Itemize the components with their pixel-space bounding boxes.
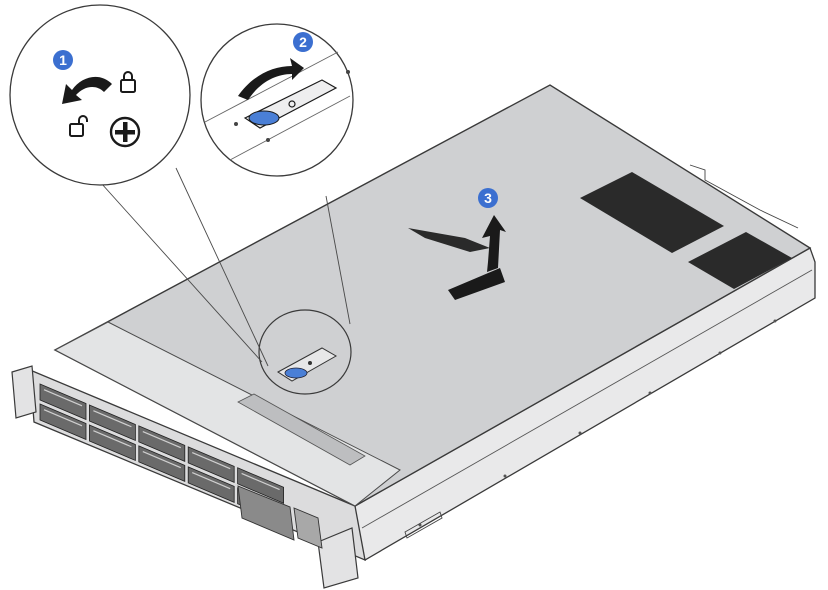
vent-grille-large	[580, 172, 724, 253]
drive-bay-handle	[43, 389, 83, 407]
drive-bay-handle	[191, 471, 231, 490]
chassis-side-line	[361, 269, 813, 529]
drive-bay-handle	[93, 410, 132, 428]
lift-arrow-icon	[238, 58, 304, 100]
step-number-3: 3	[484, 190, 492, 206]
drive-bay-handle	[43, 409, 83, 427]
step-badge-2: 2	[293, 32, 313, 52]
lock-icon	[120, 71, 136, 93]
plus-screwdriver-icon	[109, 116, 141, 148]
cover-front-lip	[53, 321, 401, 507]
right-rack-ear	[317, 527, 359, 589]
chassis-side-holes	[418, 319, 777, 527]
slide-back-arrow-icon	[408, 215, 506, 300]
latch-highlight-circle	[258, 309, 352, 395]
cover-latch	[277, 347, 338, 382]
step-badge-1: 1	[53, 50, 73, 70]
drive-bay-handle	[142, 451, 182, 469]
front-io-grille	[237, 485, 295, 541]
lift-up-arrow-icon	[482, 215, 506, 272]
unlock-icon	[69, 115, 88, 137]
cover-label-stripe	[237, 393, 366, 466]
drive-bays	[39, 383, 285, 524]
left-rack-ear	[11, 365, 37, 419]
chassis-side-slot	[404, 511, 443, 539]
vent-grille-small	[688, 232, 792, 289]
drive-bay-handle	[241, 472, 280, 491]
latch-lock-detail	[9, 4, 191, 186]
counterclockwise-arrow-icon	[62, 76, 112, 104]
drive-bay-handle	[93, 430, 132, 448]
step-number-2: 2	[299, 34, 307, 50]
step-number-1: 1	[59, 52, 67, 68]
front-ports	[293, 507, 323, 549]
cover-notch-line	[689, 164, 799, 229]
drive-bay-handle	[142, 431, 182, 449]
cover-latch-icon	[234, 70, 350, 142]
step-badge-3: 3	[478, 188, 498, 208]
drive-bay-handle	[191, 451, 231, 470]
latch-lift-detail	[200, 23, 354, 177]
cover-vents	[580, 164, 799, 289]
